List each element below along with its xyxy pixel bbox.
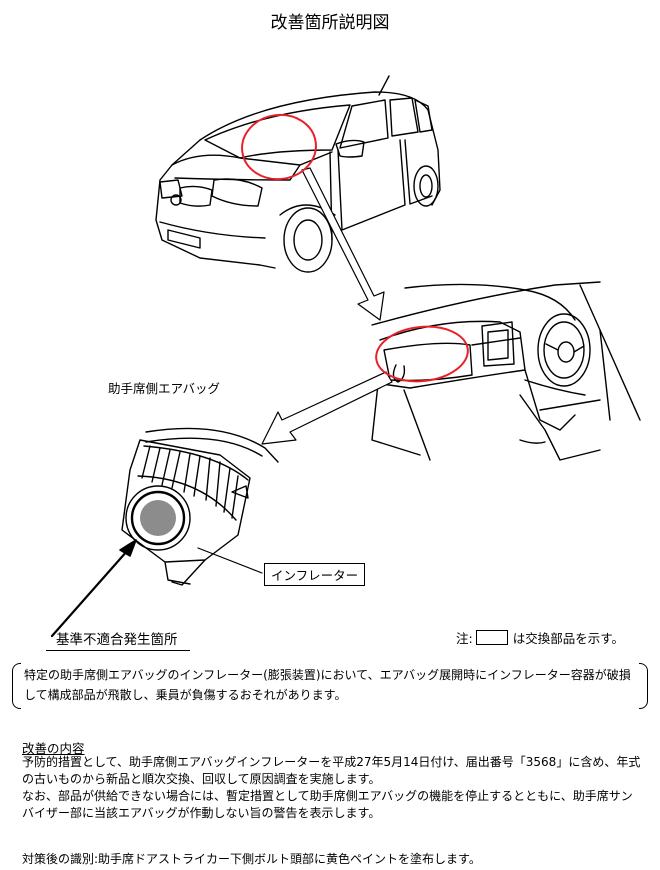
airbag-module-illustration xyxy=(121,427,279,586)
airbag-label: 助手席側エアバッグ xyxy=(108,381,221,396)
bracket-left xyxy=(12,663,21,709)
note-prefix: 注: xyxy=(456,631,473,646)
remedy-body: 予防的措置として、助手席側エアバッグインフレーターを平成27年5月14日付け、届… xyxy=(22,754,642,822)
highlight-circles xyxy=(241,113,469,383)
dashboard-illustration xyxy=(371,281,641,461)
replacement-note: 注: は交換部品を示す。 xyxy=(456,628,624,647)
remedy-heading: 改善の内容 xyxy=(22,741,85,756)
remedy-paragraph: なお、部品が供給できない場合には、暫定措置として助手席側エアバッグの機能を停止す… xyxy=(22,789,633,820)
description-text: 特定の助手席側エアバッグのインフレーター(膨張装置)において、エアバッグ展開時に… xyxy=(24,668,631,702)
page-title: 改善箇所説明図 xyxy=(270,13,390,33)
legend-box xyxy=(475,630,508,645)
note-suffix: は交換部品を示す。 xyxy=(512,631,624,646)
arrows xyxy=(50,167,393,638)
identification-text: 対策後の識別:助手席ドアストライカー下側ボルト頭部に黄色ペイントを塗布します。 xyxy=(22,852,481,866)
bracket-right xyxy=(639,663,648,709)
description-box: 特定の助手席側エアバッグのインフレーター(膨張装置)において、エアバッグ展開時に… xyxy=(12,663,648,709)
defect-point-label: 基準不適合発生箇所 xyxy=(46,628,190,651)
illustration xyxy=(50,75,641,638)
car-illustration xyxy=(155,75,441,273)
inflator-label: インフレーター xyxy=(264,563,366,586)
remedy-paragraph: 予防的措置として、助手席側エアバッグインフレーターを平成27年5月14日付け、届… xyxy=(22,755,641,786)
